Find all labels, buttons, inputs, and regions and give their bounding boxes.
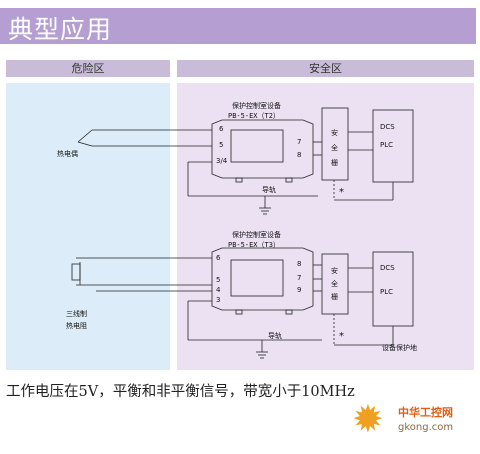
barrier-bottom bbox=[321, 253, 349, 315]
top-rail-label: 导轨 bbox=[262, 186, 276, 194]
module-bottom-foot-2 bbox=[285, 309, 293, 315]
thermocouple-label: 热电偶 bbox=[57, 150, 78, 158]
top-pin-5: 5 bbox=[219, 141, 224, 149]
thermocouple-wire-a bbox=[77, 129, 93, 143]
top-barrier-char-1: 安 bbox=[331, 129, 338, 137]
top-pin-8: 8 bbox=[297, 151, 302, 159]
bottom-barrier-char-1: 安 bbox=[331, 267, 338, 275]
barrier-top bbox=[321, 107, 349, 181]
hazard-zone bbox=[6, 83, 170, 370]
gear-icon: ✹ bbox=[352, 397, 384, 441]
top-asterisk: * bbox=[339, 187, 344, 198]
bottom-device-name: 保护控制室设备 bbox=[232, 231, 281, 239]
bottom-pin-5: 5 bbox=[216, 276, 221, 284]
top-plc-label: PLC bbox=[380, 141, 394, 149]
rtd-label-line2: 热电阻 bbox=[66, 322, 87, 330]
rtd-resistor bbox=[71, 263, 81, 281]
bottom-model: PB-5-EX（T3） bbox=[228, 241, 280, 249]
top-pin-7: 7 bbox=[297, 138, 302, 146]
bottom-pin-7: 7 bbox=[297, 274, 302, 282]
title-bar bbox=[0, 8, 476, 44]
bottom-pin-3: 3 bbox=[216, 296, 221, 304]
bottom-dcs-label: DCS bbox=[380, 264, 395, 272]
thermocouple-wire-b bbox=[77, 141, 93, 147]
bottom-rail-label: 导轨 bbox=[268, 332, 282, 340]
rtd-label-line1: 三线制 bbox=[66, 310, 87, 318]
module-bottom bbox=[211, 247, 314, 311]
module-top-foot-1 bbox=[235, 177, 243, 183]
top-model: PB-5-EX（T2） bbox=[228, 112, 280, 120]
bottom-asterisk: * bbox=[339, 331, 344, 342]
module-bottom-foot-1 bbox=[235, 309, 243, 315]
bottom-pin-9: 9 bbox=[297, 286, 302, 294]
page-title: 典型应用 bbox=[8, 15, 113, 44]
bottom-plc-label: PLC bbox=[380, 288, 394, 296]
module-top-foot-2 bbox=[285, 177, 293, 183]
safe-zone-header: 安全区 bbox=[177, 60, 474, 77]
bottom-pin-8: 8 bbox=[297, 260, 302, 268]
module-top bbox=[211, 119, 314, 179]
bottom-barrier-char-2: 全 bbox=[331, 280, 338, 288]
bottom-barrier-char-3: 栅 bbox=[331, 293, 338, 301]
module-top-window bbox=[230, 129, 284, 163]
bottom-pin-6: 6 bbox=[216, 254, 221, 262]
top-device-name: 保护控制室设备 bbox=[232, 102, 281, 110]
top-pin-3-4: 3/4 bbox=[216, 157, 228, 165]
top-barrier-char-2: 全 bbox=[331, 144, 338, 152]
top-pin-6: 6 bbox=[219, 125, 224, 133]
caption-text: 工作电压在5V，平衡和非平衡信号，带宽小于10MHz bbox=[6, 384, 355, 400]
top-barrier-char-3: 栅 bbox=[331, 159, 338, 167]
module-bottom-window bbox=[230, 259, 284, 297]
watermark-name: 中华工控网 bbox=[398, 406, 453, 419]
bottom-pin-4: 4 bbox=[216, 286, 221, 294]
watermark-url: gkong.com bbox=[398, 422, 454, 433]
hazard-zone-header: 危险区 bbox=[6, 60, 170, 77]
safe-zone bbox=[177, 83, 474, 370]
watermark-logo: ✹ 中华工控网 gkong.com bbox=[352, 396, 478, 450]
top-dcs-label: DCS bbox=[380, 123, 395, 131]
equipment-ground-label: 设备保护地 bbox=[382, 344, 417, 352]
